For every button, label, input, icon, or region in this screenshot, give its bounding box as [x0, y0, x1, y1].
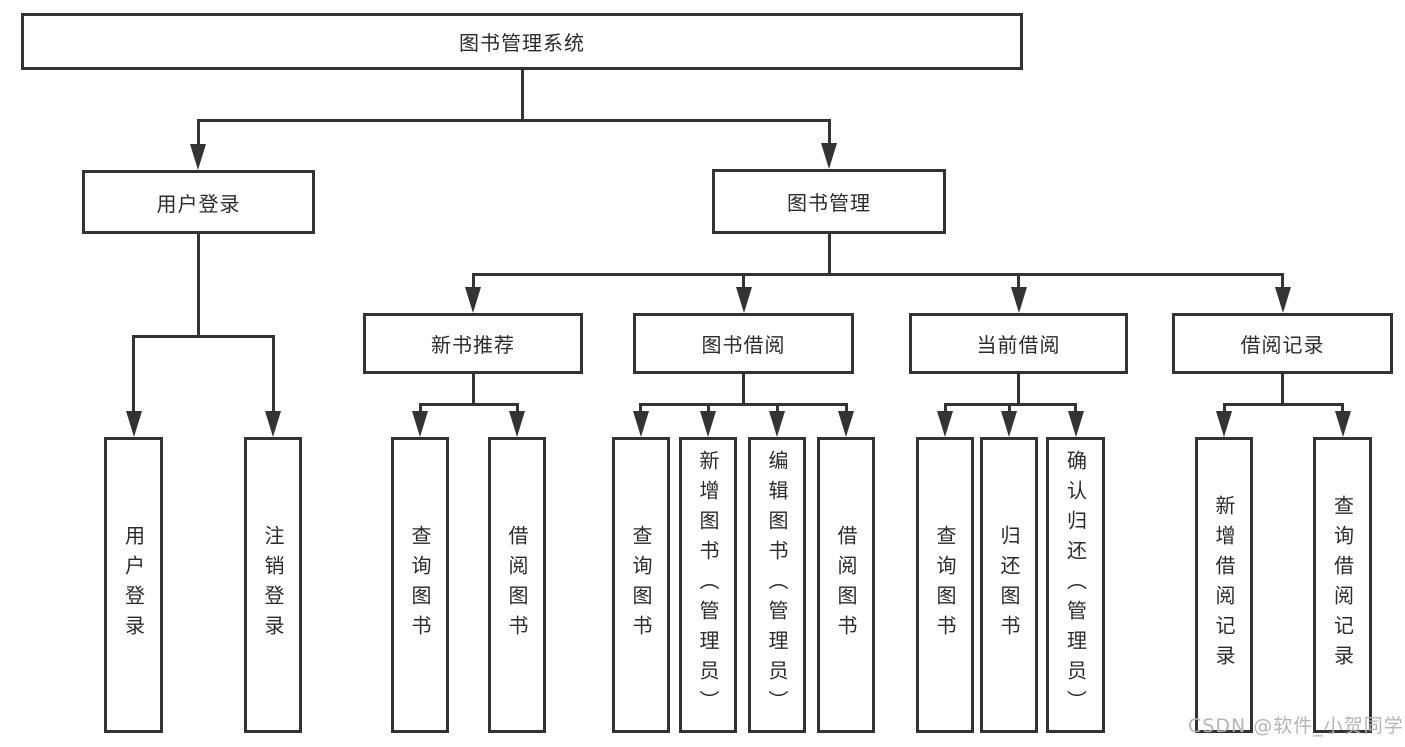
leaf-query-books-borrowing-label: 查询图书 — [629, 525, 653, 645]
arrow-down-icon — [509, 411, 525, 437]
leaf-edit-book-admin: 编辑图书（管理员） — [748, 437, 806, 733]
leaf-query-books-recommend-label: 查询图书 — [408, 525, 432, 645]
connector-book-mgmt-drop — [828, 119, 831, 147]
connector-group-drop — [472, 273, 475, 290]
node-library-system-label: 图书管理系统 — [459, 31, 585, 55]
leaf-add-borrow-record-label: 新增借阅记录 — [1212, 495, 1236, 675]
connector-group-hline — [419, 403, 519, 406]
leaf-query-books-recommend: 查询图书 — [391, 437, 449, 733]
leaf-query-books-current-label: 查询图书 — [933, 525, 957, 645]
node-user-login-label: 用户登录 — [156, 191, 241, 216]
arrow-down-icon — [821, 143, 837, 169]
connector-user-login-hline — [132, 335, 275, 338]
arrow-down-icon — [1001, 411, 1017, 437]
connector-group-stub — [1281, 373, 1284, 406]
node-library-system: 图书管理系统 — [21, 13, 1023, 70]
node-current-borrowing: 当前借阅 — [909, 313, 1128, 374]
node-new-book-recommendation-label: 新书推荐 — [431, 333, 515, 357]
connector-group-drop — [1017, 273, 1020, 290]
connector-group-drop — [1281, 273, 1284, 290]
leaf-add-book-admin: 新增图书（管理员） — [679, 437, 737, 733]
connector-user-login-stub — [197, 234, 200, 338]
connector-leaf-drop — [1008, 403, 1011, 414]
node-book-management-label: 图书管理 — [787, 191, 871, 215]
leaf-return-book-label: 归还图书 — [997, 525, 1021, 645]
node-new-book-recommendation: 新书推荐 — [363, 313, 583, 374]
connector-level3-hline — [472, 273, 1284, 276]
arrow-down-icon — [1068, 411, 1084, 437]
connector-leaf-drop — [707, 403, 710, 414]
node-book-borrowing-label: 图书借阅 — [701, 333, 786, 357]
node-book-management: 图书管理 — [712, 169, 946, 234]
leaf-confirm-return-admin: 确认归还（管理员） — [1046, 437, 1105, 733]
arrow-down-icon — [769, 411, 785, 437]
connector-root-stub — [521, 69, 524, 122]
arrow-down-icon — [838, 411, 854, 437]
leaf-edit-book-admin-label: 编辑图书（管理员） — [765, 450, 789, 720]
leaf-return-book: 归还图书 — [980, 437, 1038, 733]
connector-book-mgmt-stub — [828, 234, 831, 276]
connector-leaf-drop — [516, 403, 519, 414]
leaf-borrow-books-borrowing-label: 借阅图书 — [834, 525, 858, 645]
connector-group-stub — [472, 373, 475, 406]
connector-leaf-drop — [1223, 403, 1226, 414]
arrow-down-icon — [265, 411, 281, 437]
leaf-query-books-current: 查询图书 — [916, 437, 974, 733]
arrow-down-icon — [937, 411, 953, 437]
leaf-query-borrow-record-label: 查询借阅记录 — [1330, 495, 1355, 675]
arrow-down-icon — [1275, 287, 1291, 313]
connector-leaf-drop — [845, 403, 848, 414]
leaf-user-login: 用户登录 — [104, 437, 163, 733]
arrow-down-icon — [633, 411, 649, 437]
connector-group-hline — [639, 403, 847, 406]
node-book-borrowing: 图书借阅 — [633, 313, 854, 374]
connector-group-hline — [1223, 403, 1344, 406]
leaf-user-login-label: 用户登录 — [121, 525, 146, 645]
arrow-down-icon — [736, 287, 752, 313]
node-borrowing-records-label: 借阅记录 — [1240, 333, 1325, 357]
arrow-down-icon — [1011, 287, 1027, 313]
arrow-down-icon — [190, 144, 206, 170]
leaf-add-book-admin-label: 新增图书（管理员） — [696, 450, 720, 720]
connector-leaf-drop — [1074, 403, 1077, 414]
leaf-confirm-return-admin-label: 确认归还（管理员） — [1063, 450, 1088, 720]
csdn-watermark: CSDN @软件_小贺同学 — [1188, 715, 1404, 737]
connector-group-stub — [742, 373, 745, 406]
node-borrowing-records: 借阅记录 — [1172, 313, 1393, 374]
arrow-down-icon — [465, 287, 481, 313]
arrow-down-icon — [1216, 411, 1232, 437]
leaf-borrow-books-recommend: 借阅图书 — [488, 437, 546, 733]
leaf-query-borrow-record: 查询借阅记录 — [1313, 437, 1372, 733]
node-current-borrowing-label: 当前借阅 — [976, 333, 1061, 357]
leaf-logout: 注销登录 — [244, 437, 302, 733]
leaf-borrow-books-borrowing: 借阅图书 — [817, 437, 875, 733]
arrow-down-icon — [1335, 411, 1351, 437]
connector-leaf-drop — [1341, 403, 1344, 414]
connector-group-stub — [1017, 373, 1020, 406]
connector-leaf-drop — [272, 335, 275, 414]
arrow-down-icon — [126, 411, 142, 437]
connector-level2-hline — [197, 119, 831, 122]
arrow-down-icon — [412, 411, 428, 437]
node-user-login: 用户登录 — [82, 170, 315, 234]
connector-group-drop — [742, 273, 745, 290]
leaf-borrow-books-recommend-label: 借阅图书 — [505, 525, 529, 645]
connector-leaf-drop — [639, 403, 642, 414]
connector-leaf-drop — [132, 335, 135, 414]
connector-user-login-drop — [197, 119, 200, 147]
leaf-query-books-borrowing: 查询图书 — [612, 437, 670, 733]
leaf-add-borrow-record: 新增借阅记录 — [1195, 437, 1253, 733]
connector-leaf-drop — [419, 403, 422, 414]
connector-leaf-drop — [776, 403, 779, 414]
arrow-down-icon — [700, 411, 716, 437]
leaf-logout-label: 注销登录 — [261, 525, 285, 645]
connector-leaf-drop — [944, 403, 947, 414]
